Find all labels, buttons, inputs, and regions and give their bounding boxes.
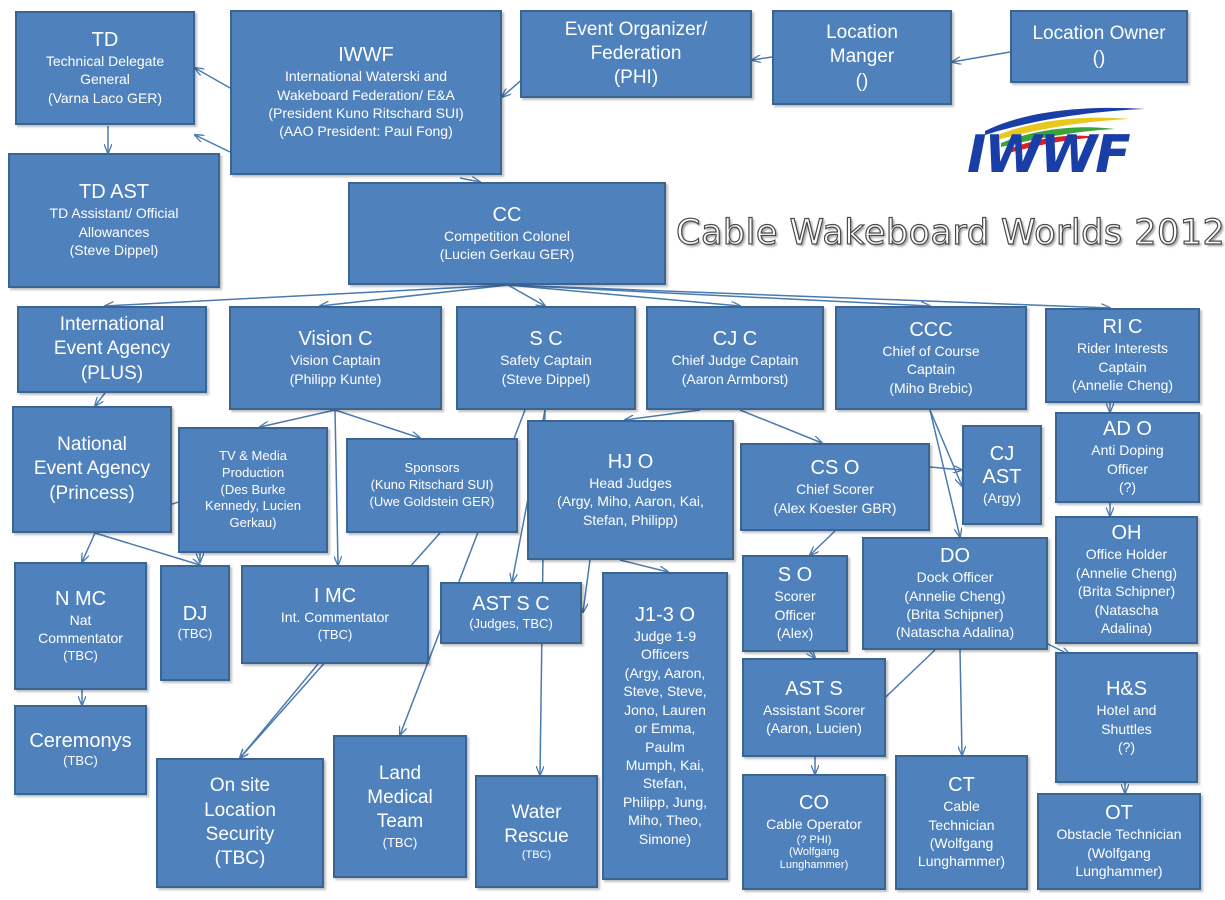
node-onsite-security: On site Location Security (TBC) [156, 758, 324, 888]
iwwf-logo: IWWF [965, 105, 1190, 200]
node-head-judges: HJ O Head Judges (Argy, Miho, Aaron, Kai… [527, 420, 734, 560]
event-title: Cable Wakeboard Worlds 2012 [675, 212, 1225, 253]
node-cable-technician: CT Cable Technician (Wolfgang Lunghammer… [895, 755, 1028, 890]
node-safety-captain: S C Safety Captain (Steve Dippel) [456, 306, 636, 410]
node-rider-interests-captain: RI C Rider Interests Captain (Annelie Ch… [1045, 308, 1200, 403]
node-cable-operator: CO Cable Operator (? PHI) (Wolfgang Lung… [742, 774, 886, 890]
node-vision-captain: Vision C Vision Captain (Philipp Kunte) [229, 306, 442, 410]
node-office-holder: OH Office Holder (Annelie Cheng) (Brita … [1055, 516, 1198, 644]
iwwf-logo-text: IWWF [967, 125, 1131, 185]
node-dock-officer: DO Dock Officer (Annelie Cheng) (Brita S… [862, 537, 1048, 650]
node-cj-ast: CJ AST (Argy) [962, 425, 1042, 525]
node-iwwf: IWWF International Waterski and Wakeboar… [230, 10, 502, 175]
node-hotel-shuttles: H&S Hotel and Shuttles (?) [1055, 652, 1198, 783]
node-chief-judge-captain: CJ C Chief Judge Captain (Aaron Armborst… [646, 306, 824, 410]
node-land-medical: Land Medical Team (TBC) [333, 735, 467, 878]
iwwf-logo-swoosh-icon [985, 107, 1145, 153]
node-international-event-agency: International Event Agency (PLUS) [17, 306, 207, 393]
node-event-organizer: Event Organizer/ Federation (PHI) [520, 10, 752, 98]
node-water-rescue: Water Rescue (TBC) [475, 775, 598, 888]
node-ceremonys: Ceremonys (TBC) [14, 705, 147, 795]
node-dj: DJ (TBC) [160, 565, 230, 681]
node-obstacle-technician: OT Obstacle Technician (Wolfgang Lungham… [1037, 793, 1201, 890]
node-td-ast: TD AST TD Assistant/ Official Allowances… [8, 153, 220, 288]
node-assistant-scorer: AST S Assistant Scorer (Aaron, Lucien) [742, 658, 886, 757]
node-td: TD Technical Delegate General (Varna Lac… [15, 11, 195, 125]
node-ast-safety-captain: AST S C (Judges, TBC) [440, 582, 582, 644]
node-location-owner: Location Owner () [1010, 10, 1188, 83]
node-sponsors: Sponsors (Kuno Ritschard SUI) (Uwe Golds… [346, 438, 518, 533]
node-cc: CC Competition Colonel (Lucien Gerkau GE… [348, 182, 666, 285]
node-chief-of-course-captain: CCC Chief of Course Captain (Miho Brebic… [835, 306, 1027, 410]
node-chief-scorer: CS O Chief Scorer (Alex Koester GBR) [740, 443, 930, 531]
node-tv-media-production: TV & Media Production (Des Burke Kennedy… [178, 427, 328, 553]
node-anti-doping-officer: AD O Anti Doping Officer (?) [1055, 412, 1200, 503]
node-scorer-officer: S O Scorer Officer (Alex) [742, 555, 848, 652]
node-location-manager: Location Manger () [772, 10, 952, 105]
node-int-commentator: I MC Int. Commentator (TBC) [241, 565, 429, 664]
node-judge-officers: J1-3 O Judge 1-9 Officers (Argy, Aaron, … [602, 572, 728, 880]
node-nat-commentator: N MC Nat Commentator (TBC) [14, 562, 147, 690]
node-national-event-agency: National Event Agency (Princess) [12, 406, 172, 533]
